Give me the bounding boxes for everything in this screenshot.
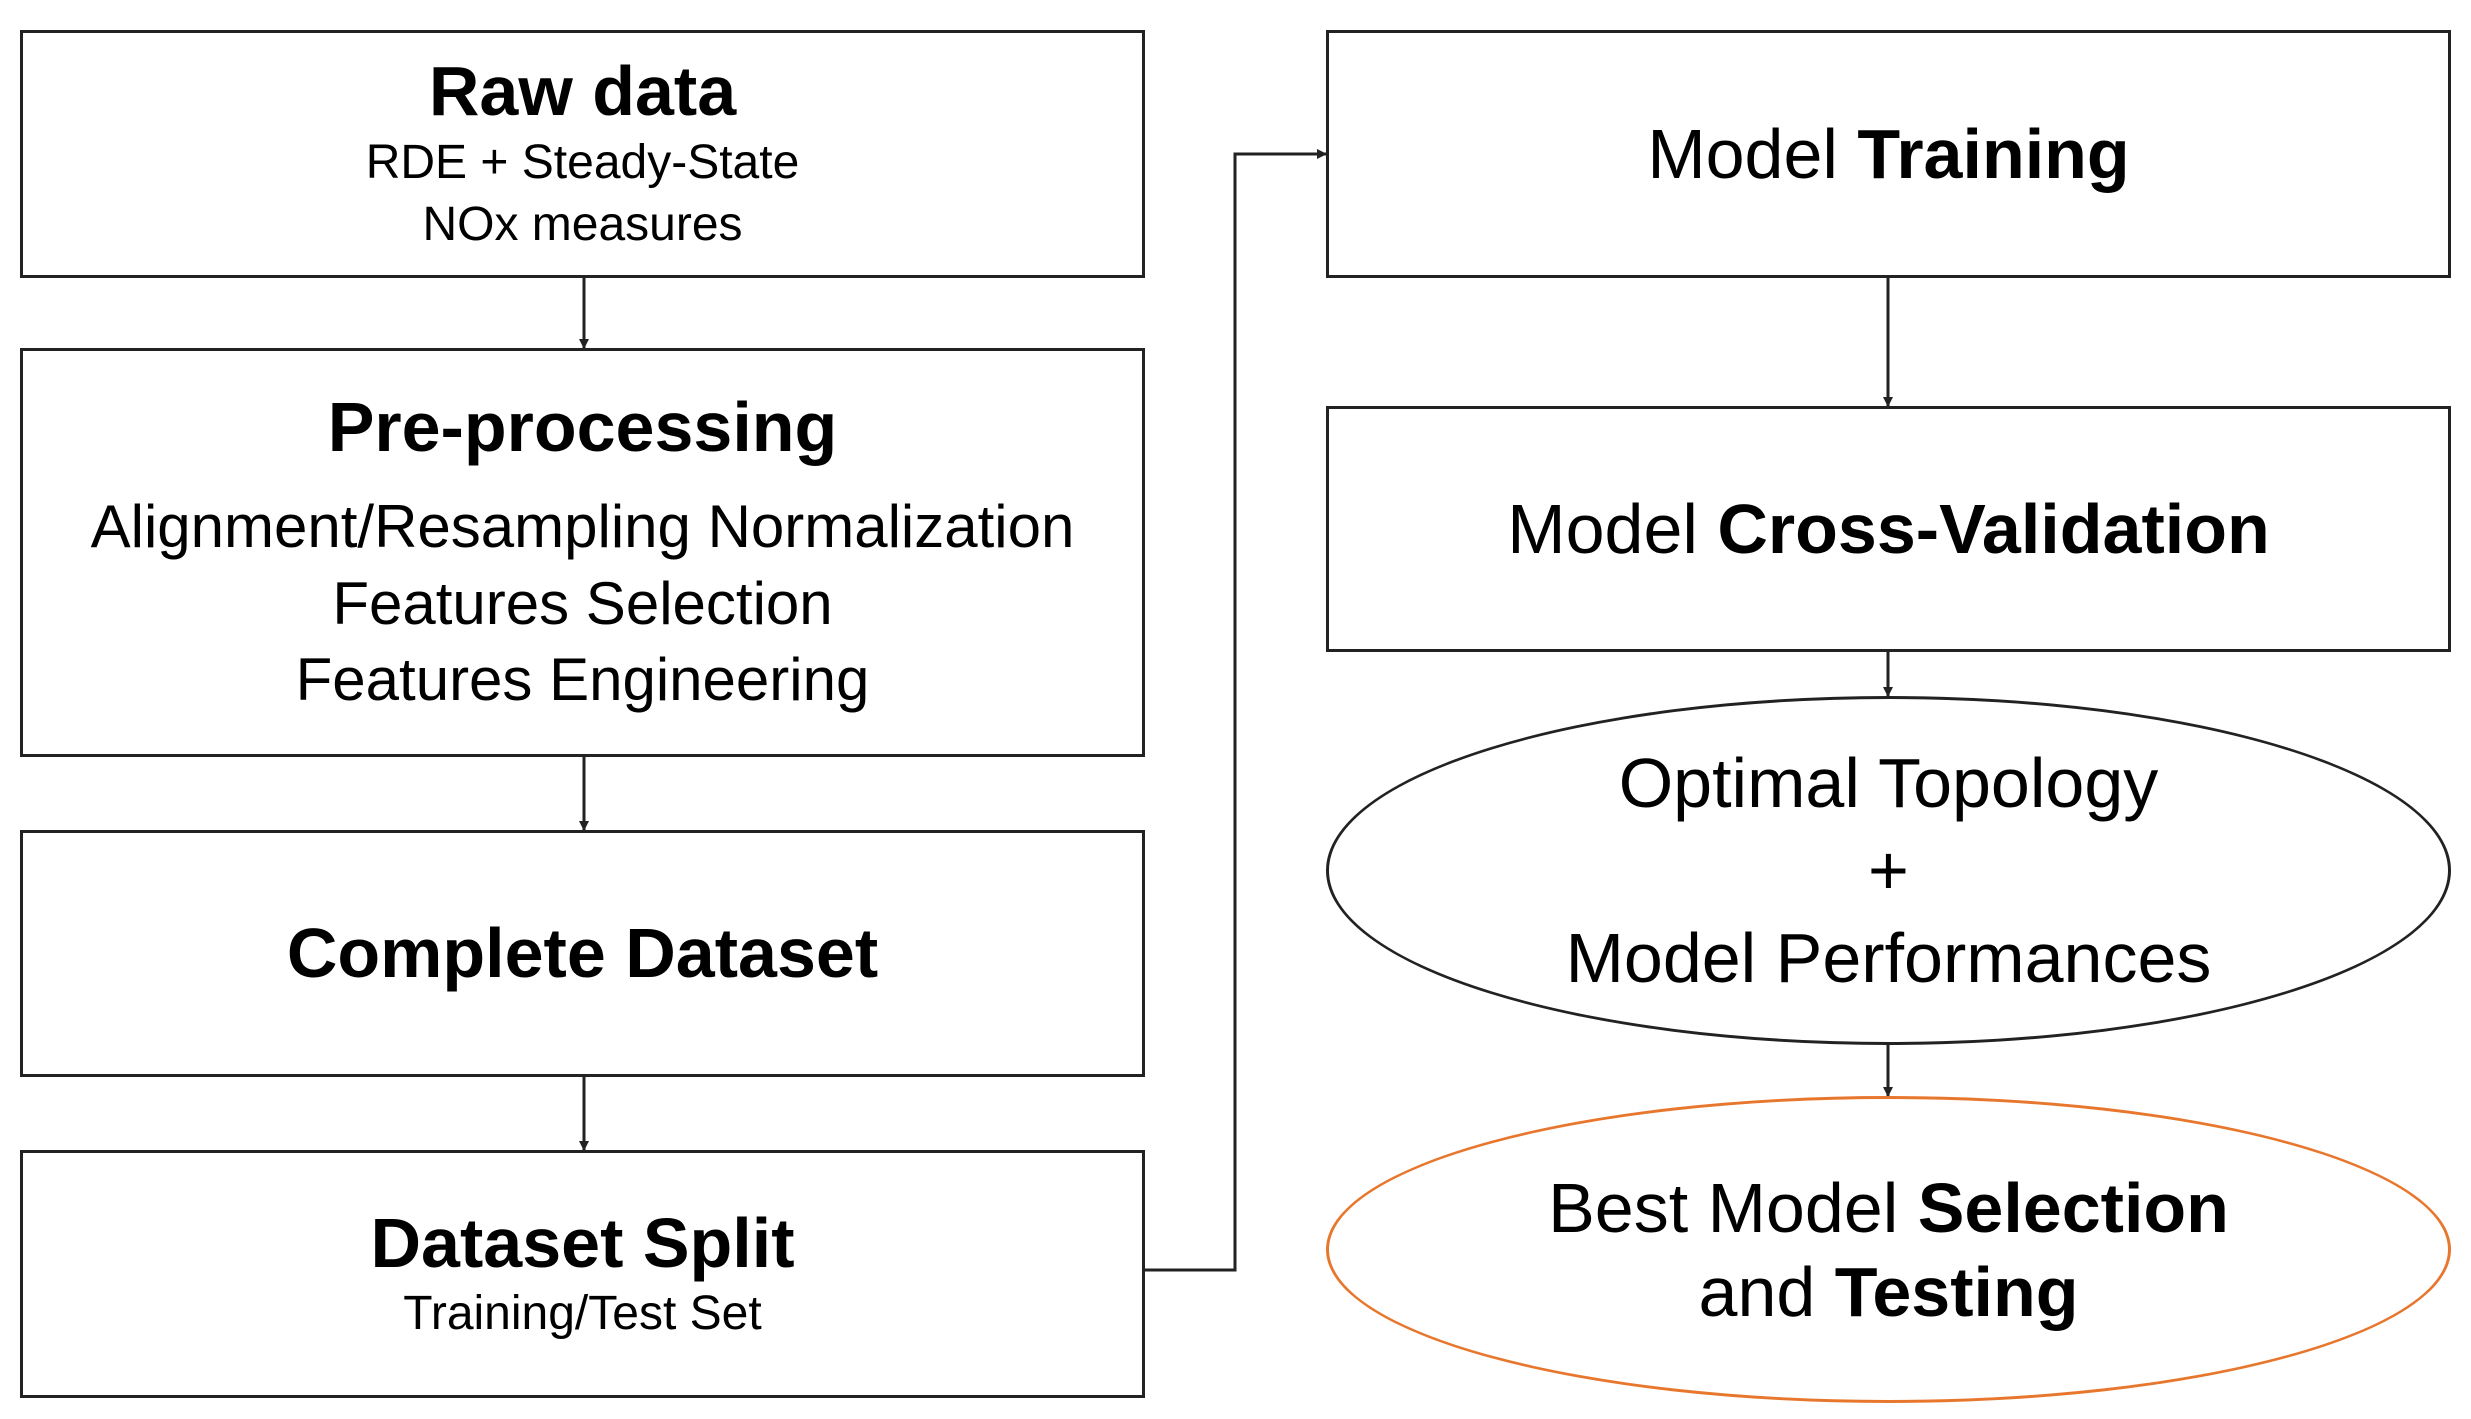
best-model-line-1: Best Model Selection xyxy=(1548,1166,2229,1250)
dataset-split-title: Dataset Split xyxy=(370,1203,795,1282)
complete-dataset-title: Complete Dataset xyxy=(286,914,879,993)
raw-data-title: Raw data xyxy=(428,52,737,131)
preprocessing-line-3: Features Engineering xyxy=(295,645,870,713)
preprocessing-line-2: Features Selection xyxy=(332,569,833,637)
preprocessing-title: Pre-processing xyxy=(327,387,838,466)
best-model-ellipse: Best Model Selection and Testing xyxy=(1326,1096,2451,1403)
model-training-box: Model Training xyxy=(1326,30,2451,278)
dataset-split-line-1: Training/Test Set xyxy=(403,1287,762,1341)
best-model-line-1-prefix: Best Model xyxy=(1548,1168,1918,1247)
optimal-line-3: Model Performances xyxy=(1565,919,2212,997)
cross-validation-label: Model Cross-Validation xyxy=(1507,487,2269,571)
complete-dataset-box: Complete Dataset xyxy=(20,830,1145,1077)
best-model-line-2-emphasis: Testing xyxy=(1834,1252,2079,1331)
cross-validation-box: Model Cross-Validation xyxy=(1326,406,2451,652)
cross-validation-emphasis: Cross-Validation xyxy=(1717,490,2270,568)
raw-data-line-2: NOx measures xyxy=(422,198,743,252)
model-training-label: Model Training xyxy=(1647,112,2129,196)
cross-validation-prefix: Model xyxy=(1507,490,1718,568)
arrow-split-to-training xyxy=(1143,149,1327,1272)
model-training-prefix: Model xyxy=(1647,115,1858,193)
optimal-line-2: + xyxy=(1868,831,1909,909)
raw-data-line-1: RDE + Steady-State xyxy=(365,135,800,189)
dataset-split-box: Dataset Split Training/Test Set xyxy=(20,1150,1145,1398)
preprocessing-line-1: Alignment/Resampling Normalization xyxy=(90,493,1075,561)
best-model-line-2: and Testing xyxy=(1699,1250,2079,1334)
optimal-topology-ellipse: Optimal Topology + Model Performances xyxy=(1326,696,2451,1045)
best-model-line-2-prefix: and xyxy=(1698,1252,1835,1331)
optimal-line-1: Optimal Topology xyxy=(1618,744,2159,822)
model-training-emphasis: Training xyxy=(1857,115,2130,193)
preprocessing-box: Pre-processing Alignment/Resampling Norm… xyxy=(20,348,1145,757)
raw-data-box: Raw data RDE + Steady-State NOx measures xyxy=(20,30,1145,278)
best-model-line-1-emphasis: Selection xyxy=(1917,1168,2229,1247)
